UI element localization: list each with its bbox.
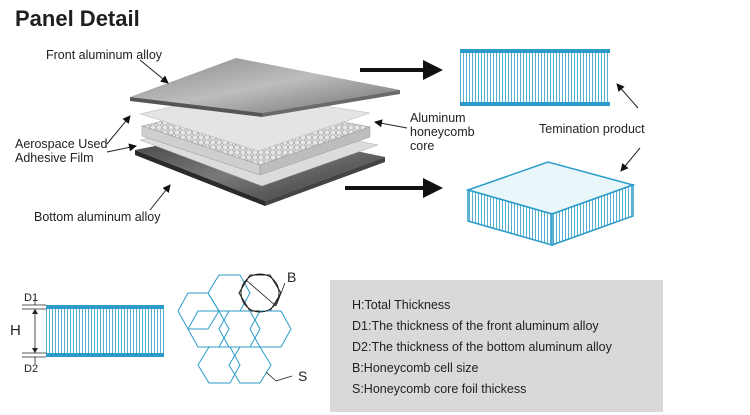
legend-item-b: B:Honeycomb cell size (352, 361, 479, 375)
legend-item-h: H:Total Thickness (352, 298, 451, 312)
front-alloy-layer (130, 58, 400, 117)
legend-item-s: S:Honeycomb core foil thickess (352, 382, 527, 396)
honeycomb-block (465, 161, 636, 247)
cross-section-panel (460, 49, 610, 106)
legend-item-d1: D1:The thickness of the front aluminum a… (352, 319, 599, 333)
arrow-to-section (360, 60, 443, 80)
h-label: H (10, 322, 21, 339)
b-label: B (287, 269, 297, 285)
page-title: Panel Detail (15, 6, 140, 31)
legend-box: H:Total Thickness D1:The thickness of th… (330, 280, 663, 412)
s-label: S (298, 368, 308, 384)
hexagon-cells (177, 274, 292, 384)
arrow-to-block (345, 178, 443, 198)
dimensioned-section (22, 298, 164, 364)
adhesive-film-label: Aerospace Used Adhesive Film (15, 137, 108, 165)
honeycomb-core-label: Aluminum honeycomb core (410, 111, 475, 153)
legend-item-d2: D2:The thickness of the bottom aluminum … (352, 340, 612, 354)
termination-product-label: Temination product (539, 122, 645, 136)
bottom-alloy-label: Bottom aluminum alloy (34, 210, 161, 224)
d1-label: D1 (24, 292, 39, 304)
d2-label: D2 (24, 363, 39, 375)
cell-size-circle (240, 273, 280, 313)
front-alloy-label: Front aluminum alloy (46, 48, 163, 62)
